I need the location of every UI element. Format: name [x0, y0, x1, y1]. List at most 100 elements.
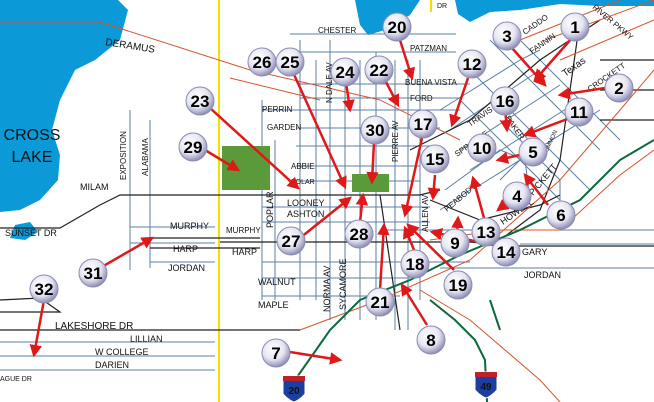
- svg-text:19: 19: [449, 276, 468, 295]
- svg-text:2: 2: [614, 79, 623, 98]
- marker-9[interactable]: 9: [440, 228, 470, 258]
- arrow-22: [383, 79, 400, 108]
- arrow-31: [99, 236, 155, 270]
- road-exposition: EXPOSITION: [119, 131, 128, 180]
- marker-16[interactable]: 16: [490, 86, 520, 116]
- arrow-12: [449, 77, 470, 128]
- marker-19[interactable]: 19: [443, 270, 473, 300]
- marker-10[interactable]: 10: [467, 133, 497, 163]
- road-jordan-right: JORDAN: [524, 270, 561, 280]
- marker-31[interactable]: 31: [78, 258, 108, 288]
- marker-15[interactable]: 15: [420, 144, 450, 174]
- marker-5[interactable]: 5: [518, 137, 548, 167]
- arrow-8: [400, 282, 429, 326]
- svg-text:1: 1: [570, 18, 579, 37]
- marker-28[interactable]: 28: [344, 219, 374, 249]
- arrow-29: [204, 148, 241, 172]
- svg-text:8: 8: [426, 331, 435, 350]
- road-milam: MILAM: [80, 182, 109, 192]
- marker-13[interactable]: 13: [471, 217, 501, 247]
- road-alabama: ALABAMA: [141, 138, 150, 176]
- road-patzman: PATZMAN: [410, 44, 447, 53]
- road-buena-vista: BUENA VISTA: [405, 78, 458, 87]
- lake-label-line1: CROSS: [4, 127, 61, 144]
- marker-1[interactable]: 1: [560, 12, 590, 42]
- svg-text:22: 22: [370, 61, 389, 80]
- marker-14[interactable]: 14: [491, 237, 521, 267]
- i49-shield-label: 49: [480, 382, 492, 393]
- marker-32[interactable]: 32: [29, 274, 59, 304]
- marker-8[interactable]: 8: [416, 325, 446, 355]
- svg-text:30: 30: [366, 121, 385, 140]
- arrow-28: [355, 192, 369, 223]
- arrow-27: [299, 196, 352, 239]
- arrow-7: [289, 350, 343, 365]
- marker-3[interactable]: 3: [492, 21, 522, 51]
- svg-text:23: 23: [191, 92, 210, 111]
- svg-text:14: 14: [497, 243, 516, 262]
- location-markers: 1 2 3 4 5 6 7 8 9 10 11 12 13 14 15 16 1…: [29, 12, 634, 368]
- arrow-2: [557, 86, 606, 100]
- road-garden: GARDEN: [267, 123, 301, 132]
- arrow-18: [403, 225, 416, 251]
- road-lakeshore: LAKESHORE DR: [55, 321, 133, 332]
- marker-4[interactable]: 4: [502, 181, 532, 211]
- svg-text:13: 13: [477, 223, 496, 242]
- svg-text:6: 6: [556, 206, 565, 225]
- svg-text:27: 27: [282, 232, 301, 251]
- svg-text:20: 20: [388, 18, 407, 37]
- road-polar: POLAR: [291, 179, 315, 186]
- marker-20[interactable]: 20: [382, 12, 412, 42]
- marker-22[interactable]: 22: [364, 55, 394, 85]
- marker-25[interactable]: 25: [275, 47, 305, 77]
- road-lillian: LILLIAN: [130, 334, 163, 344]
- road-gary: GARY: [522, 247, 547, 257]
- svg-text:9: 9: [450, 234, 459, 253]
- road-river-pkwy: RIVER PKWY: [591, 3, 636, 43]
- marker-23[interactable]: 23: [185, 86, 215, 116]
- marker-24[interactable]: 24: [330, 57, 360, 87]
- svg-text:26: 26: [253, 53, 272, 72]
- park-30: [352, 174, 389, 192]
- arrow-1: [533, 37, 573, 82]
- marker-11[interactable]: 11: [564, 97, 594, 127]
- svg-text:5: 5: [528, 143, 537, 162]
- road-ford: FORD: [410, 94, 433, 103]
- road-walnut: WALNUT: [258, 277, 296, 287]
- marker-7[interactable]: 7: [261, 338, 291, 368]
- marker-2[interactable]: 2: [604, 73, 634, 103]
- lake-inlet: [10, 222, 38, 240]
- road-chester: CHESTER: [318, 26, 356, 35]
- marker-30[interactable]: 30: [360, 115, 390, 145]
- park-29: [222, 146, 270, 190]
- svg-text:25: 25: [281, 53, 300, 72]
- marker-6[interactable]: 6: [546, 200, 576, 230]
- road-norma: NORMA AV: [322, 266, 332, 312]
- marker-12[interactable]: 12: [457, 49, 487, 79]
- svg-text:3: 3: [502, 27, 511, 46]
- road-harp-left: HARP: [173, 244, 198, 254]
- marker-29[interactable]: 29: [178, 132, 208, 162]
- arrow-15: [427, 174, 441, 201]
- arrow-13: [469, 175, 486, 219]
- road-murphy-mid: MURPHY: [226, 226, 261, 235]
- marker-21[interactable]: 21: [365, 287, 395, 317]
- svg-text:24: 24: [336, 63, 355, 82]
- marker-26[interactable]: 26: [247, 47, 277, 77]
- svg-text:11: 11: [570, 103, 588, 122]
- svg-text:21: 21: [371, 293, 390, 312]
- road-ague: AGUE DR: [0, 376, 32, 383]
- marker-17[interactable]: 17: [408, 109, 438, 139]
- marker-18[interactable]: 18: [400, 249, 430, 279]
- svg-text:18: 18: [406, 255, 425, 274]
- arrow-6: [523, 173, 549, 206]
- marker-27[interactable]: 27: [276, 226, 306, 256]
- road-darien: DARIEN: [95, 360, 129, 370]
- road-ashton: ASHTON: [287, 209, 324, 219]
- road-dr-top: DR: [437, 3, 447, 10]
- arrow-24: [342, 81, 355, 113]
- svg-text:31: 31: [84, 264, 103, 283]
- lake-label-line2: LAKE: [12, 149, 53, 166]
